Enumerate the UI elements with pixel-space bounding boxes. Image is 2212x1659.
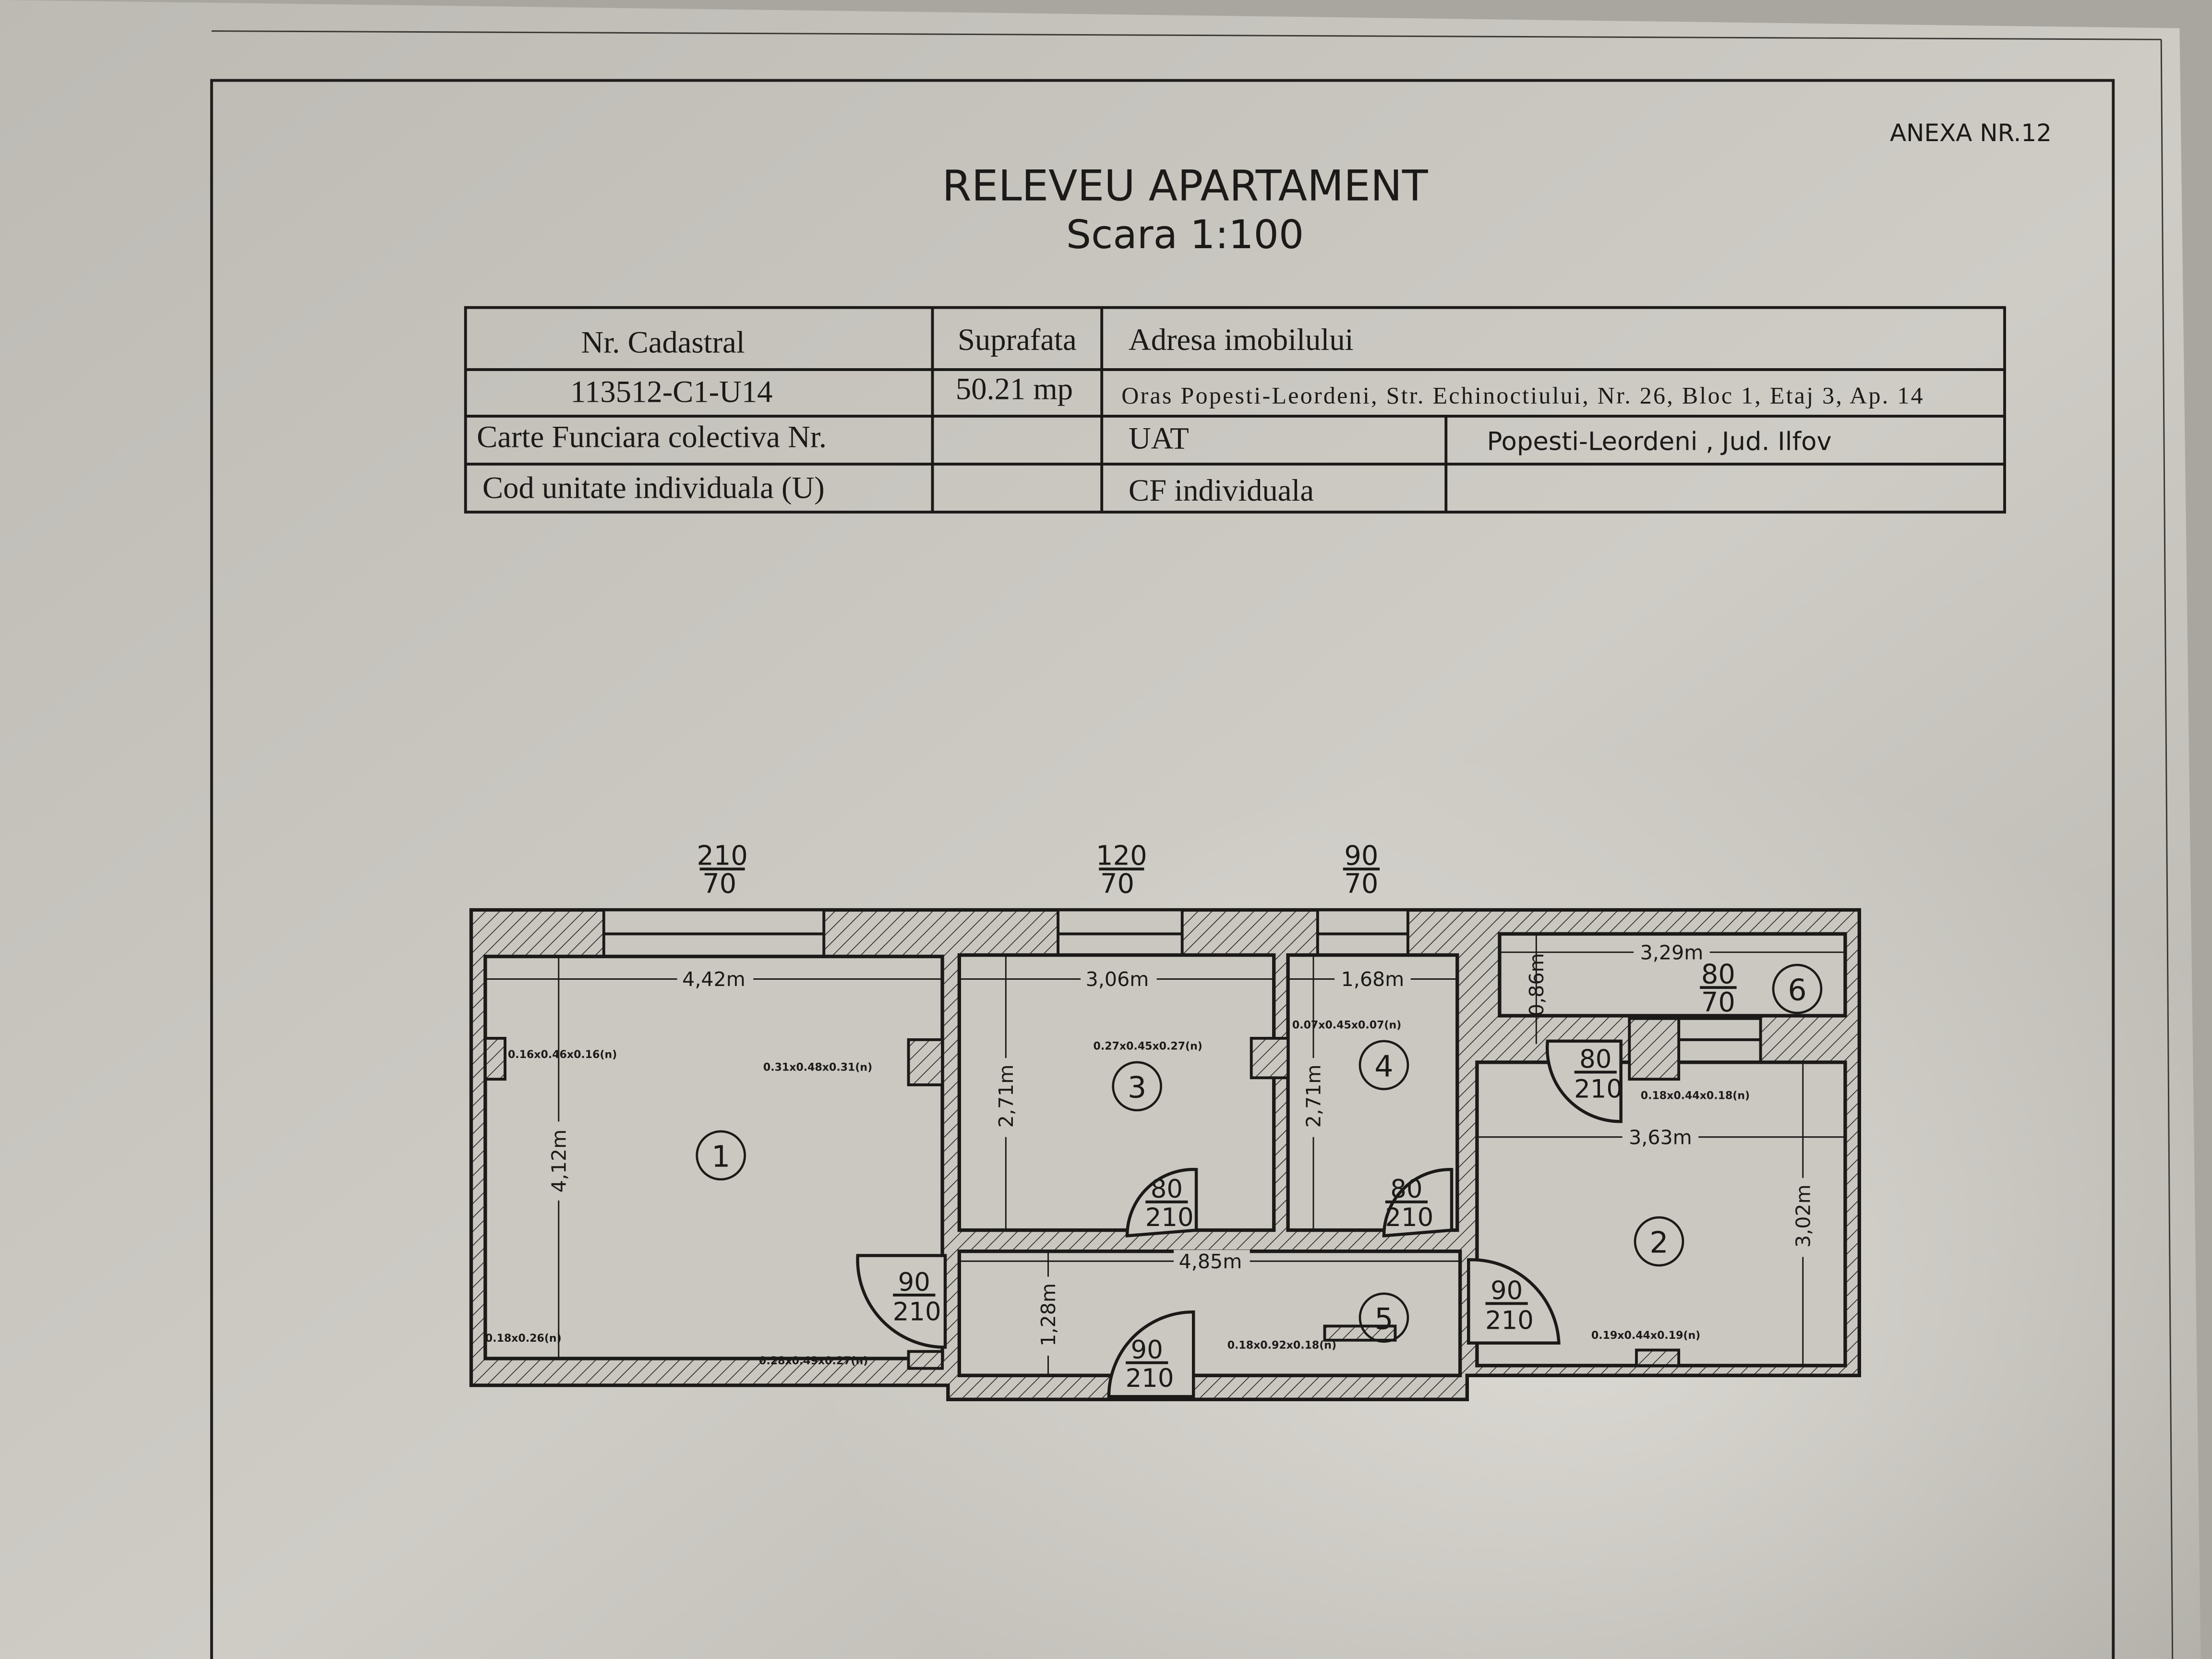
- door-entrance: [1107, 1310, 1195, 1398]
- door-room-4-width: 80: [1390, 1175, 1422, 1204]
- scale-label: Scara 1:100: [1066, 212, 1304, 258]
- room-number-circle: [1112, 1061, 1162, 1112]
- door-entrance-width: 90: [1131, 1335, 1163, 1365]
- header-cadastral: Nr. Cadastral: [581, 325, 745, 360]
- room-6-depth: 0,86m: [1525, 953, 1548, 1016]
- room-4-width: 1,68m: [1341, 968, 1405, 991]
- room-3-length: 2,71m: [995, 1065, 1018, 1128]
- room-6-number: 6: [1788, 973, 1806, 1008]
- window-4-width: 80: [1701, 959, 1735, 990]
- door-entrance-height: 210: [1126, 1364, 1174, 1393]
- room-1-width: 4,42m: [682, 968, 745, 991]
- header-surface: Suprafata: [958, 322, 1077, 357]
- window-3-width: 90: [1344, 840, 1378, 871]
- cf-individual-label: CF individuala: [1129, 473, 1314, 507]
- door-room-2: [1467, 1258, 1561, 1345]
- door-room-2-width: 90: [1491, 1276, 1523, 1306]
- door-room-6-height: 210: [1574, 1074, 1623, 1104]
- room-number-circle: [1358, 1040, 1409, 1091]
- window-4-height: 70: [1701, 987, 1735, 1018]
- annex-label: ANEXA NR.12: [1890, 119, 2052, 147]
- door-room-4-height: 210: [1385, 1203, 1433, 1232]
- uat-value: Popesti-Leordeni , Jud. Ilfov: [1487, 427, 1831, 456]
- room-5-length: 1,28m: [1037, 1283, 1060, 1346]
- page-title: RELEVEU APARTAMENT: [942, 161, 1428, 210]
- uat-label: UAT: [1129, 421, 1189, 456]
- cf-collective-label: Carte Funciara colectiva Nr.: [477, 420, 827, 454]
- room-number-circle: [696, 1130, 746, 1181]
- page-frame: [210, 79, 2115, 1659]
- room-6-width: 3,29m: [1640, 941, 1704, 964]
- cadastral-table: [464, 306, 2006, 514]
- window-2-width: 120: [1096, 840, 1147, 871]
- room-2-width: 3,63m: [1629, 1126, 1692, 1149]
- room-number-circle: [1358, 1292, 1409, 1343]
- room-4-number: 4: [1374, 1049, 1393, 1083]
- door-room-1: [856, 1254, 947, 1349]
- room-number-circle: [1772, 963, 1823, 1014]
- unit-code-label: Cod unitate individuala (U): [482, 470, 825, 505]
- niche-label: 0.31x0.48x0.31(n): [763, 1062, 872, 1074]
- outer-frame-edge: [211, 30, 2162, 40]
- window-1-height: 70: [702, 868, 736, 900]
- niche-label: 0.19x0.44x0.19(n): [1591, 1330, 1700, 1342]
- room-5-width: 4,85m: [1179, 1250, 1242, 1273]
- surface-value: 50.21 mp: [956, 372, 1073, 406]
- room-number-circle: [1634, 1216, 1684, 1267]
- door-room-2-height: 210: [1485, 1306, 1534, 1335]
- room-2-number: 2: [1649, 1226, 1668, 1260]
- room-5-number: 5: [1374, 1301, 1393, 1336]
- window-2-height: 70: [1100, 868, 1134, 900]
- outer-frame-edge-right: [2160, 39, 2174, 1659]
- windows: [602, 908, 1762, 1064]
- cadastral-number: 113512-C1-U14: [570, 374, 772, 409]
- room-1-length: 4,12m: [547, 1130, 570, 1193]
- room-3-number: 3: [1128, 1070, 1146, 1105]
- address-value: Oras Popesti-Leordeni, Str. Echinoctiulu…: [1121, 382, 1923, 409]
- room-2-length: 3,02m: [1791, 1184, 1815, 1248]
- door-room-3-width: 80: [1151, 1175, 1183, 1204]
- room-1-number: 1: [711, 1139, 730, 1174]
- niche-label: 0.16x0.46x0.16(n): [508, 1049, 617, 1061]
- door-room-3-height: 210: [1145, 1203, 1194, 1232]
- niche-label: 0.07x0.45x0.07(n): [1292, 1019, 1401, 1031]
- header-address: Adresa imobilului: [1129, 322, 1354, 357]
- room-3-width: 3,06m: [1086, 968, 1149, 991]
- window-3-height: 70: [1344, 868, 1378, 900]
- window-1-width: 210: [697, 840, 748, 871]
- door-room-1-width: 90: [898, 1268, 930, 1297]
- niche-label: 0.18x0.44x0.18(n): [1641, 1090, 1750, 1102]
- room-4-length: 2,71m: [1302, 1065, 1325, 1128]
- niche-label: 0.28x0.49x0.27(n): [759, 1355, 868, 1367]
- niche-label: 0.18x0.92x0.18(n): [1227, 1339, 1336, 1351]
- door-room-6: [1545, 1039, 1623, 1123]
- door-room-1-height: 210: [893, 1298, 941, 1327]
- door-room-6-width: 80: [1579, 1045, 1611, 1074]
- niche-label: 0.18x0.26(n): [485, 1333, 562, 1345]
- niche-label: 0.27x0.45x0.27(n): [1094, 1040, 1202, 1052]
